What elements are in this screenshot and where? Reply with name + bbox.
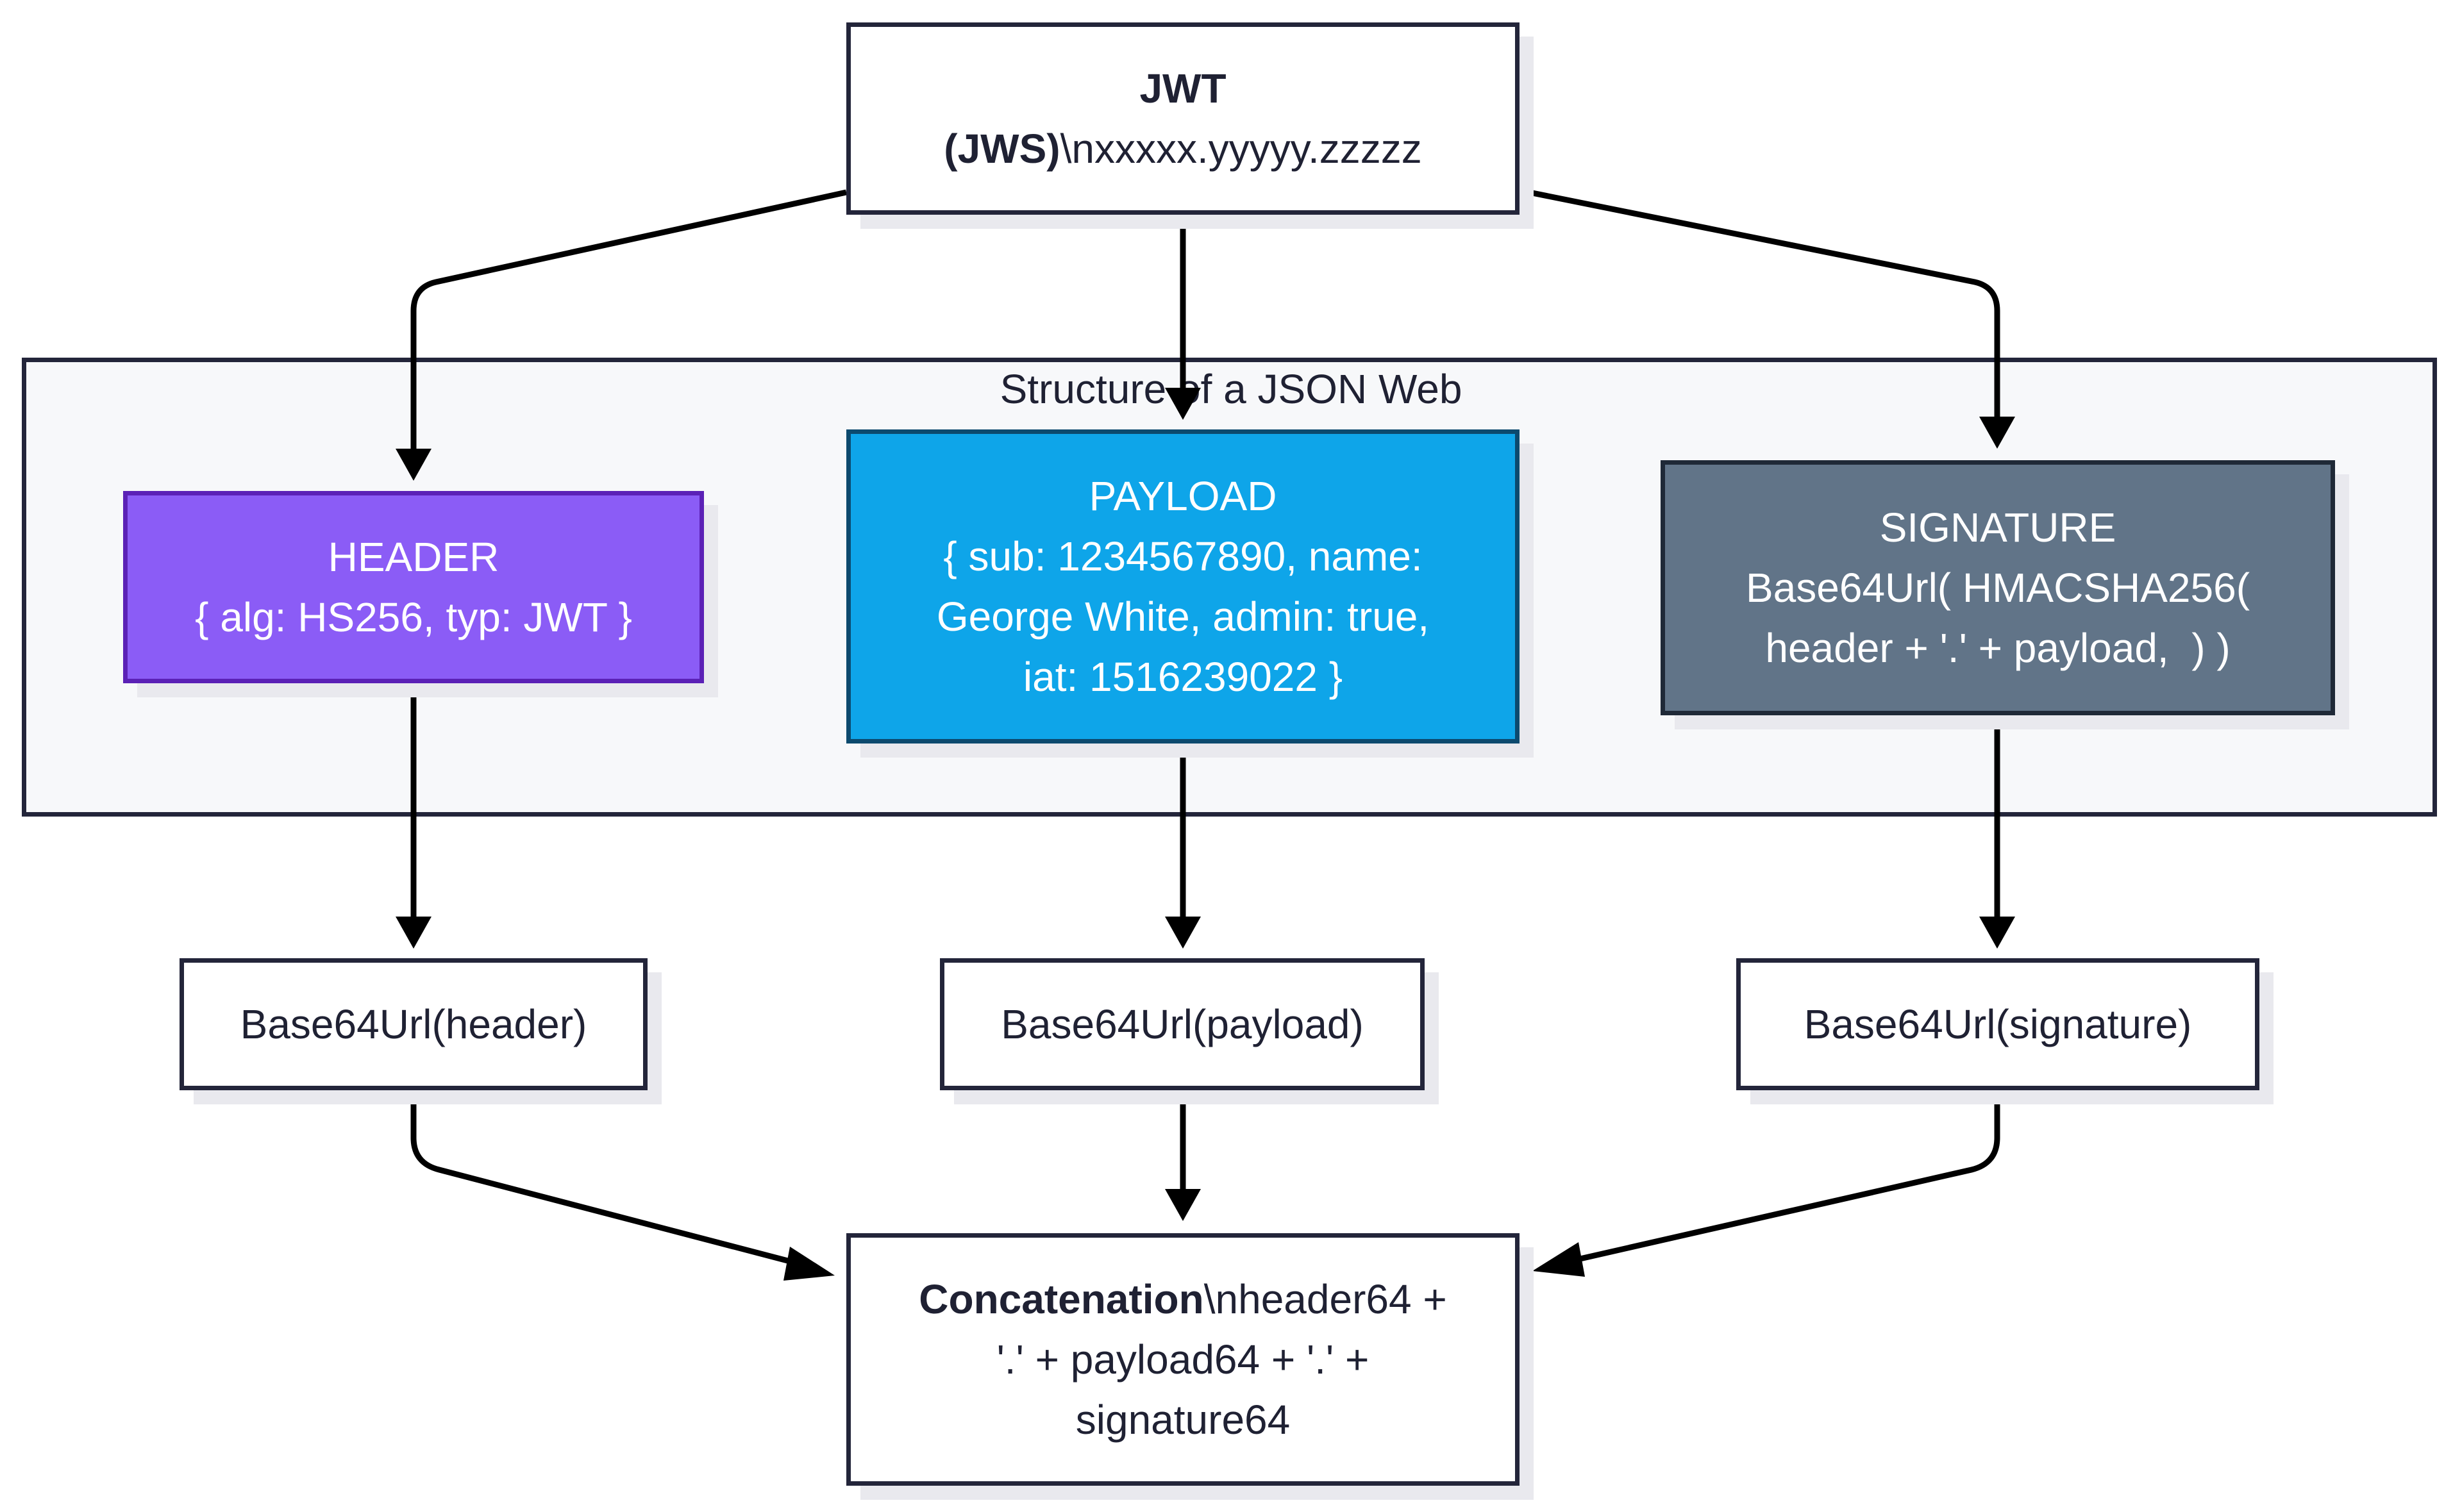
base64-payload-label: Base64Url(payload) [1001, 1001, 1364, 1047]
payload-content-3: iat: 1516239022 } [1023, 654, 1343, 700]
edge-b64s-concat [1577, 1090, 2000, 1263]
jwt-title: JWT [1139, 65, 1227, 112]
base64-signature-node: Base64Url(signature) [1736, 958, 2259, 1090]
arrowhead-concat-left [783, 1247, 835, 1281]
arrowhead-concat-center [1165, 1189, 1201, 1221]
base64-payload-node: Base64Url(payload) [940, 958, 1425, 1090]
group-title: Structure of a JSON Web [1000, 366, 1462, 412]
base64-signature-label: Base64Url(signature) [1804, 1001, 2192, 1047]
payload-node: PAYLOAD { sub: 1234567890, name: George … [846, 429, 1520, 744]
base64-header-label: Base64Url(header) [240, 1001, 587, 1047]
header-title: HEADER [328, 534, 499, 580]
concat-bold: Concatenation [919, 1276, 1204, 1322]
jwt-subtitle-bold: (JWS) [944, 126, 1060, 172]
base64-header-node: Base64Url(header) [180, 958, 648, 1090]
arrowhead-b64h [396, 917, 431, 949]
concat-line-2: '.' + payload64 + '.' + [996, 1336, 1369, 1383]
signature-content-2: header + '.' + payload, ) ) [1765, 625, 2231, 671]
payload-title: PAYLOAD [1089, 473, 1277, 519]
header-content: { alg: HS256, typ: JWT } [195, 594, 632, 640]
signature-content-1: Base64Url( HMACSHA256( [1745, 565, 2250, 611]
arrowhead-signature [1979, 417, 2015, 449]
jwt-subtitle: (JWS)\nxxxxx.yyyyy.zzzzz [944, 119, 1422, 179]
signature-node: SIGNATURE Base64Url( HMACSHA256( header … [1661, 460, 2335, 715]
concatenation-node: Concatenation\nheader64 + '.' + payload6… [846, 1233, 1520, 1486]
header-node: HEADER { alg: HS256, typ: JWT } [123, 491, 704, 683]
arrowhead-payload [1165, 388, 1201, 420]
payload-content-2: George White, admin: true, [936, 594, 1430, 640]
arrowhead-b64s [1979, 917, 2015, 949]
jwt-node: JWT (JWS)\nxxxxx.yyyyy.zzzzz [846, 22, 1520, 215]
edge-b64h-concat [410, 1090, 796, 1266]
jwt-subtitle-rest: \nxxxxx.yyyyy.zzzzz [1060, 126, 1422, 172]
payload-content-1: { sub: 1234567890, name: [943, 533, 1423, 579]
concat-line-1: Concatenation\nheader64 + [919, 1269, 1446, 1329]
concat-line-3: signature64 [1075, 1397, 1291, 1443]
arrowhead-concat-right [1532, 1242, 1585, 1277]
edge-jwt-header [410, 189, 847, 449]
edge-jwt-signature [1519, 187, 2000, 417]
concat-line-1-rest: \nheader64 + [1203, 1276, 1447, 1322]
arrowhead-header [396, 449, 431, 481]
arrowhead-b64p [1165, 917, 1201, 949]
signature-title: SIGNATURE [1879, 504, 2116, 551]
